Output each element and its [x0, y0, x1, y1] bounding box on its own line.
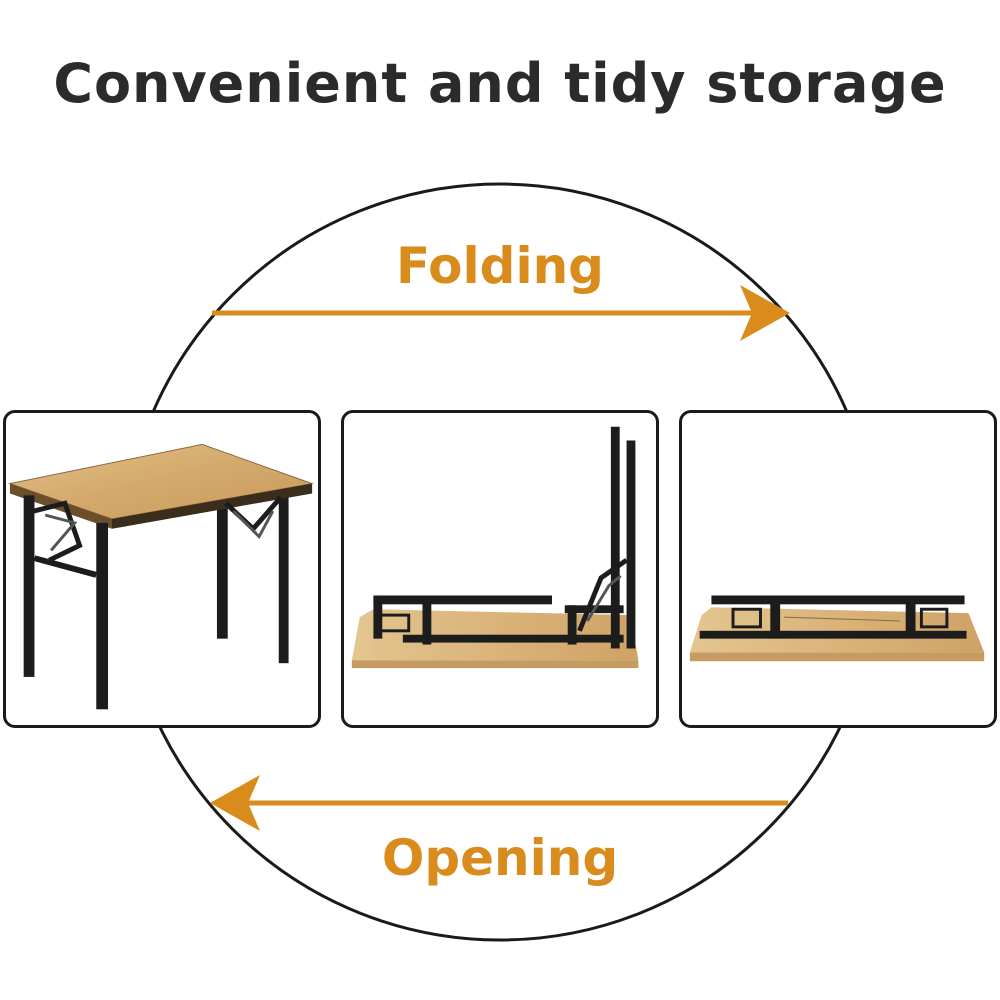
- arrow-right-icon: [212, 285, 790, 341]
- table-folding-image: [341, 410, 659, 728]
- folded-table-illustration: [689, 595, 985, 662]
- table-open-image: [3, 410, 321, 728]
- arrow-left-icon: [210, 775, 788, 831]
- opening-label: Opening: [381, 829, 619, 887]
- table-folded-image: [679, 410, 997, 728]
- page-title: Convenient and tidy storage: [53, 52, 947, 115]
- folding-table-illustration: [351, 426, 639, 669]
- folding-label: Folding: [396, 237, 604, 295]
- open-table-illustration: [8, 443, 315, 710]
